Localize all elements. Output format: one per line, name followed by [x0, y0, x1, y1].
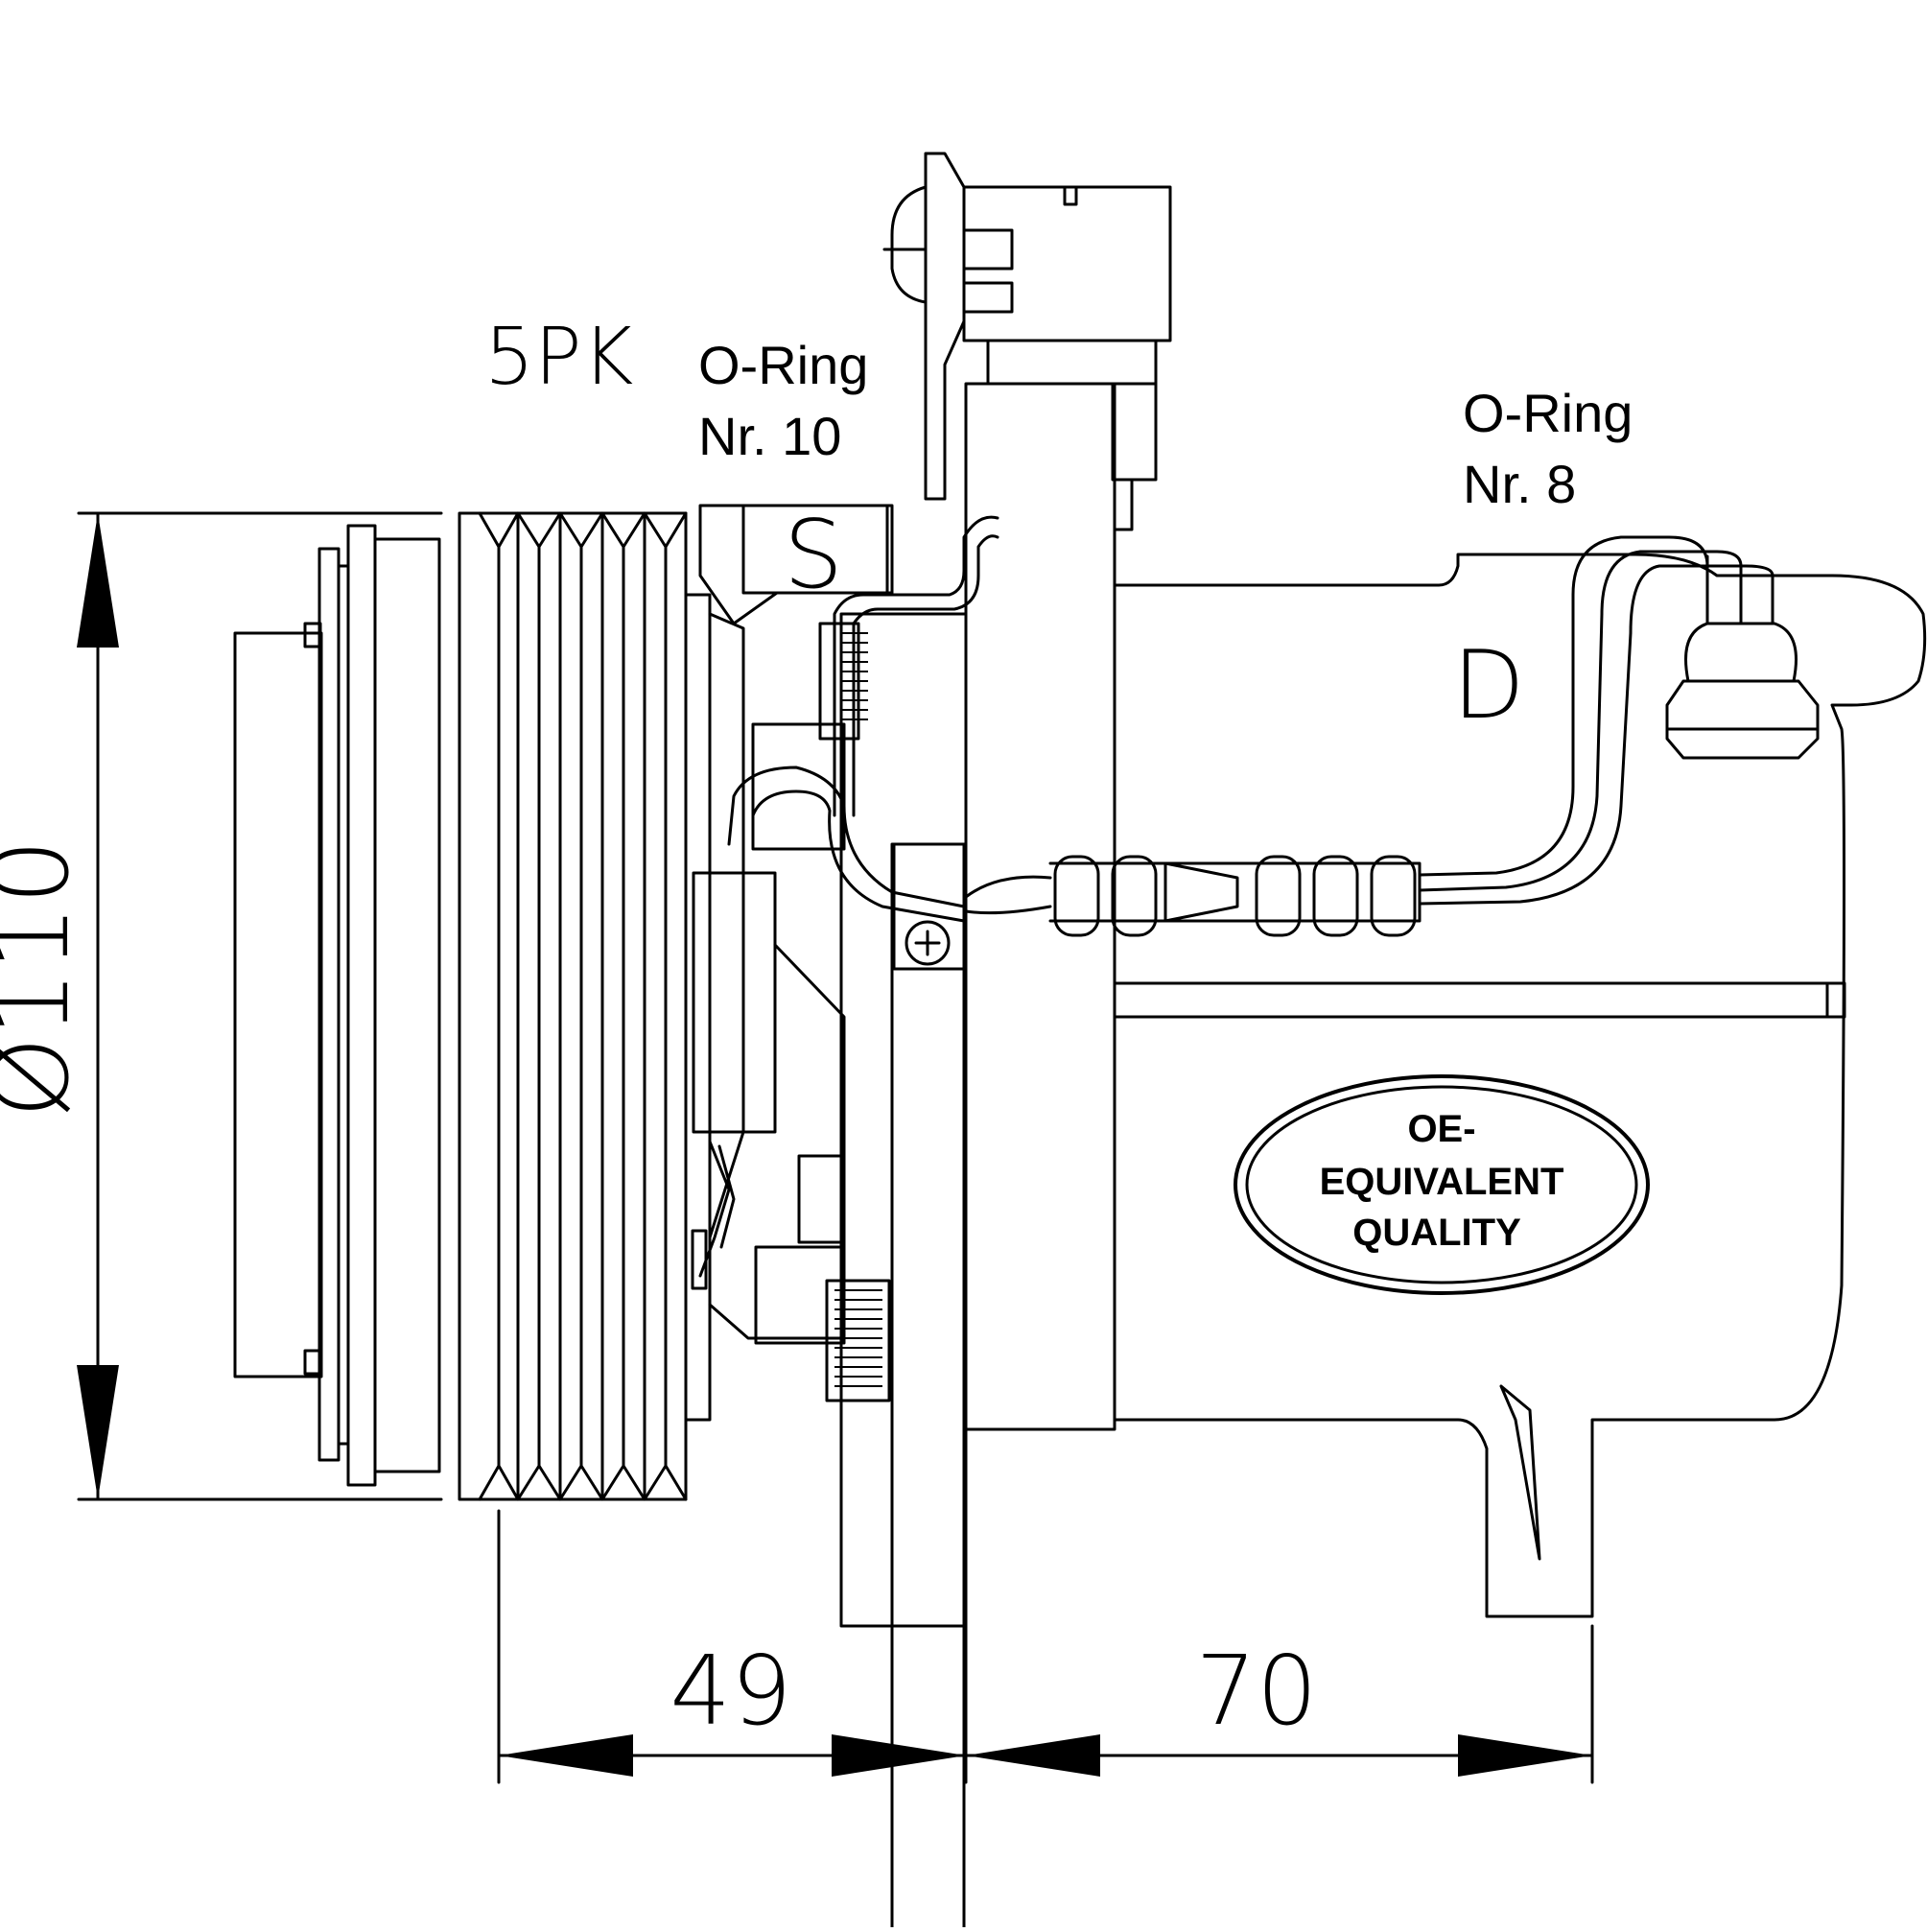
body-outline	[1113, 553, 1927, 1618]
pressure-switch-hex	[1665, 679, 1820, 760]
coil-lead-wire-2	[717, 1144, 736, 1249]
friction-disc	[346, 524, 377, 1487]
arrowhead-down-icon	[77, 1365, 119, 1499]
discharge-port-label: D	[1452, 631, 1524, 741]
connector-housing	[962, 185, 1172, 342]
pulley-type-label: 5PK	[484, 312, 633, 403]
rear-head	[964, 382, 1116, 1431]
diameter-label: Ø110	[0, 838, 92, 1118]
arrowhead-left-icon-2	[966, 1734, 1100, 1777]
suction-port-face	[741, 504, 889, 595]
rivet-top	[303, 622, 322, 648]
connector-side-tab	[1111, 382, 1158, 482]
pulley	[458, 511, 712, 1501]
oring-suction-label-line2: Nr. 10	[698, 406, 841, 466]
wire-sleeve	[1048, 855, 1422, 937]
pulley-groove-bottom	[478, 1464, 688, 1501]
annotation-labels: 5PK O-Ring Nr. 10 O-Ring Nr. 8	[484, 312, 1633, 514]
oring-discharge-label-line2: Nr. 8	[1463, 454, 1576, 514]
arrowhead-up-icon	[77, 513, 119, 648]
suction-port: S	[698, 501, 894, 625]
dim-body-length: 70	[1195, 1635, 1317, 1747]
pulley-rear-flange	[684, 593, 712, 1422]
arrowhead-left-icon	[499, 1734, 633, 1777]
field-coil	[692, 871, 777, 1134]
cylinder-block	[839, 612, 968, 1628]
pulley-flange-front	[373, 537, 441, 1473]
badge-line-3: QUALITY	[1352, 1212, 1521, 1254]
pulley-body	[458, 511, 688, 1501]
knurl-lower	[834, 1289, 882, 1387]
pressure-switch	[1665, 554, 1820, 760]
housing-outline-lower	[708, 943, 846, 1340]
connector-latch	[890, 185, 928, 304]
badge-inner-ring	[1245, 1085, 1638, 1284]
phillips-screw-icon	[905, 920, 951, 966]
arrowhead-right-icon	[832, 1734, 966, 1777]
suction-port-label: S	[784, 501, 843, 610]
clutch-hub	[233, 631, 323, 1378]
adjuster-nut	[825, 1279, 891, 1402]
pressure-switch-cap	[1684, 622, 1798, 683]
badge-outer-ring	[1234, 1074, 1650, 1295]
wire-harness	[727, 515, 1774, 937]
rear-foot-notch	[1499, 1384, 1541, 1561]
front-boss-lower	[797, 1154, 846, 1244]
dim-pulley-offset: 49	[670, 1635, 791, 1747]
clutch-plate	[233, 524, 441, 1487]
thermal-fuse-block	[754, 1245, 846, 1345]
diameter-dimension: Ø110	[0, 511, 443, 1501]
pulley-groove-top	[478, 511, 688, 549]
housing-taper	[708, 612, 745, 1239]
connector-neck	[986, 339, 1158, 386]
center-flange	[818, 382, 1116, 1932]
front-housing	[691, 612, 846, 1345]
front-boss-upper	[751, 722, 846, 851]
compressor-body: D	[1113, 553, 1927, 1618]
oe-equivalent-badge: OE- EQUIVALENT QUALITY	[1234, 1074, 1650, 1295]
oring-discharge-label-line1: O-Ring	[1463, 383, 1633, 443]
coil-connector-clip	[691, 1229, 708, 1290]
length-dimensions: 49 70	[497, 1509, 1594, 1784]
oring-suction-label-line1: O-Ring	[698, 335, 868, 395]
arrowhead-right-icon-2	[1458, 1734, 1592, 1777]
rivet-bottom	[303, 1349, 322, 1376]
clutch-connector	[882, 152, 1172, 531]
badge-line-1: OE-	[1407, 1108, 1475, 1150]
connector-bracket	[924, 152, 966, 501]
badge-line-2: EQUIVALENT	[1320, 1161, 1564, 1203]
